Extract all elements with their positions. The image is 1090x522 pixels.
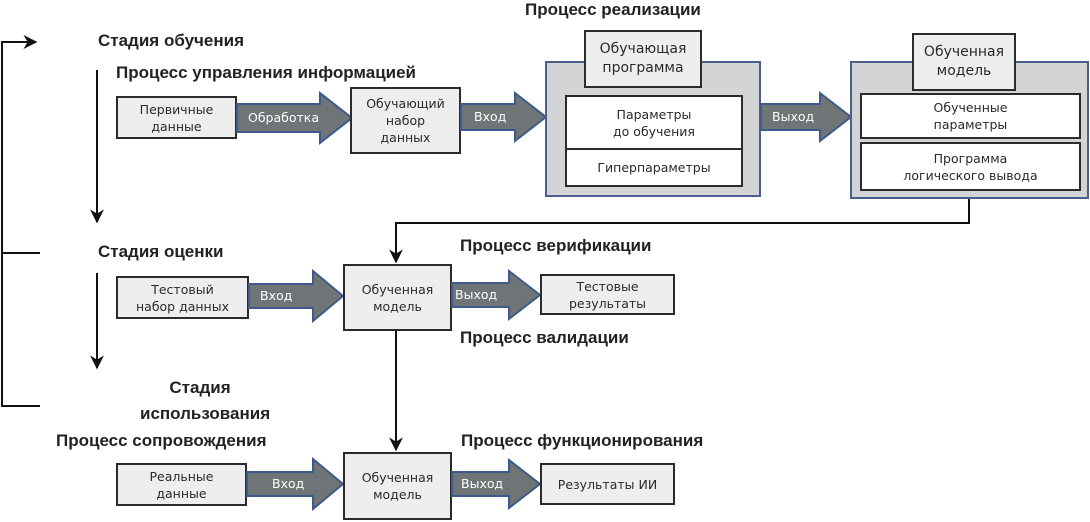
processing-arrow-label: Обработка: [248, 110, 319, 125]
raw-data-box: Первичные данные: [116, 96, 237, 139]
usage-output-arrow: Выход: [451, 457, 543, 511]
test-results-box: Тестовые результаты: [540, 274, 675, 315]
real-data-box: Реальные данные: [116, 463, 247, 506]
training-dataset-box: Обучающий набор данных: [350, 87, 461, 154]
stage-evaluation-heading: Стадия оценки: [98, 242, 224, 261]
stage-usage-heading: Стадия использования: [140, 378, 271, 423]
evaluation-output-arrow-label: Выход: [455, 287, 498, 302]
params-before-training-box: Параметры до обучения: [565, 95, 743, 150]
test-dataset-box: Тестовый набор данных: [116, 276, 249, 319]
process-implementation-heading: Процесс реализации: [525, 0, 701, 19]
trained-model-title: Обученная модель: [912, 33, 1016, 91]
processing-arrow: Обработка: [236, 90, 354, 146]
evaluation-output-arrow: Выход: [451, 268, 543, 322]
evaluation-input-arrow: Вход: [248, 268, 346, 324]
process-verification-heading: Процесс верификации: [460, 236, 652, 255]
training-output-arrow: Выход: [760, 90, 854, 144]
usage-input-arrow-label: Вход: [272, 476, 305, 491]
training-input-arrow-label: Вход: [474, 109, 507, 124]
usage-model-box: Обученная модель: [343, 452, 452, 520]
usage-input-arrow: Вход: [246, 456, 346, 512]
process-info-management-heading: Процесс управления информацией: [116, 63, 417, 82]
ai-results-box: Результаты ИИ: [540, 463, 675, 505]
process-validation-heading: Процесс валидации: [460, 328, 629, 347]
training-input-arrow: Вход: [460, 90, 548, 144]
training-program-title: Обучающая программа: [584, 30, 702, 88]
feedback-loop-line: [1, 35, 40, 407]
training-output-arrow-label: Выход: [772, 109, 815, 124]
hyperparameters-box: Гиперпараметры: [565, 148, 743, 187]
usage-output-arrow-label: Выход: [461, 476, 504, 491]
model-to-evaluation-connector: [389, 198, 970, 264]
process-operation-heading: Процесс функционирования: [461, 431, 704, 450]
stage-training-heading: Стадия обучения: [98, 31, 245, 50]
process-maintenance-heading: Процесс сопровождения: [56, 431, 267, 450]
trained-parameters-box: Обученные параметры: [860, 93, 1081, 139]
inference-program-box: Программа логического вывода: [860, 142, 1081, 191]
evaluation-input-arrow-label: Вход: [260, 288, 293, 303]
evaluation-model-box: Обученная модель: [343, 264, 452, 331]
